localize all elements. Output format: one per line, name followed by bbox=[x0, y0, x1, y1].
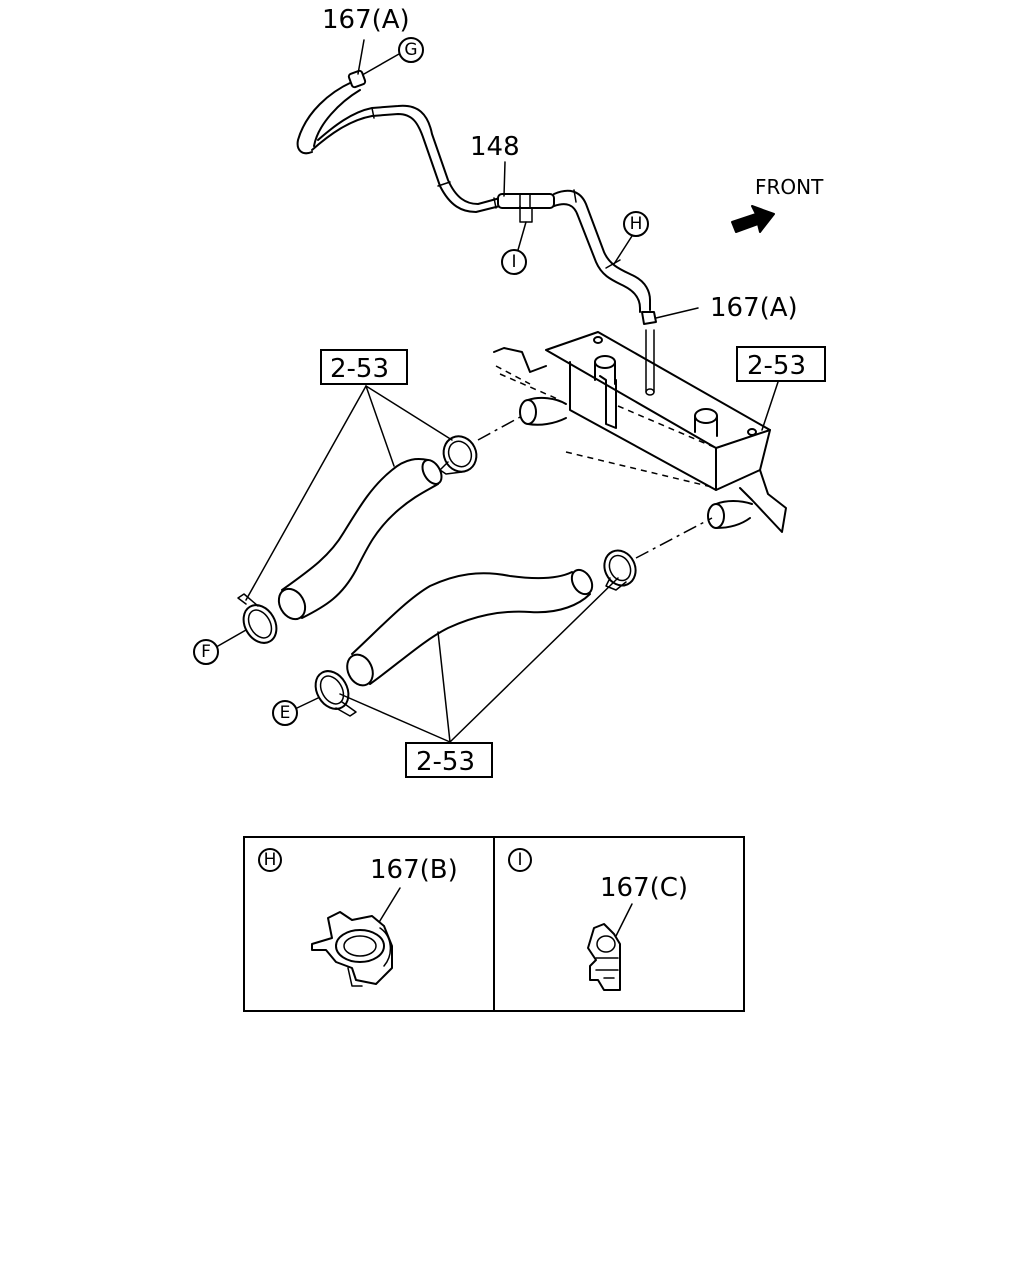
callout-e: E bbox=[272, 697, 319, 726]
intake-hose-upper bbox=[237, 435, 478, 644]
front-arrow-icon bbox=[731, 205, 775, 233]
svg-text:I: I bbox=[517, 850, 522, 870]
svg-text:167(B): 167(B) bbox=[370, 855, 458, 885]
callout-g: G bbox=[363, 37, 424, 75]
svg-text:2-53: 2-53 bbox=[330, 354, 389, 384]
detail-panels bbox=[243, 836, 745, 1012]
detail-h: H 167(B) bbox=[258, 848, 458, 987]
callout-h: H bbox=[613, 211, 649, 265]
svg-text:H: H bbox=[630, 214, 643, 234]
detail-i: I 167(C) bbox=[508, 848, 688, 991]
ref-box-right: 2-53 bbox=[736, 346, 826, 382]
label-167a-top: 167(A) bbox=[322, 5, 410, 35]
svg-text:H: H bbox=[264, 850, 277, 870]
ref-box-bottom: 2-53 bbox=[405, 742, 493, 778]
svg-text:I: I bbox=[511, 252, 516, 272]
svg-text:G: G bbox=[404, 40, 417, 60]
cooler-body bbox=[493, 331, 787, 533]
label-front: FRONT bbox=[755, 175, 824, 199]
svg-text:2-53: 2-53 bbox=[416, 747, 475, 777]
callout-f: F bbox=[193, 629, 247, 665]
svg-text:E: E bbox=[280, 703, 291, 723]
ref-box-left: 2-53 bbox=[320, 349, 408, 385]
svg-text:F: F bbox=[201, 642, 211, 662]
svg-text:2-53: 2-53 bbox=[747, 351, 806, 381]
intake-hose-lower bbox=[314, 549, 637, 717]
label-148: 148 bbox=[470, 132, 520, 162]
label-167a-right: 167(A) bbox=[710, 293, 798, 323]
svg-text:167(C): 167(C) bbox=[600, 873, 688, 903]
callout-i: I bbox=[501, 221, 527, 275]
hose-148 bbox=[296, 69, 657, 396]
